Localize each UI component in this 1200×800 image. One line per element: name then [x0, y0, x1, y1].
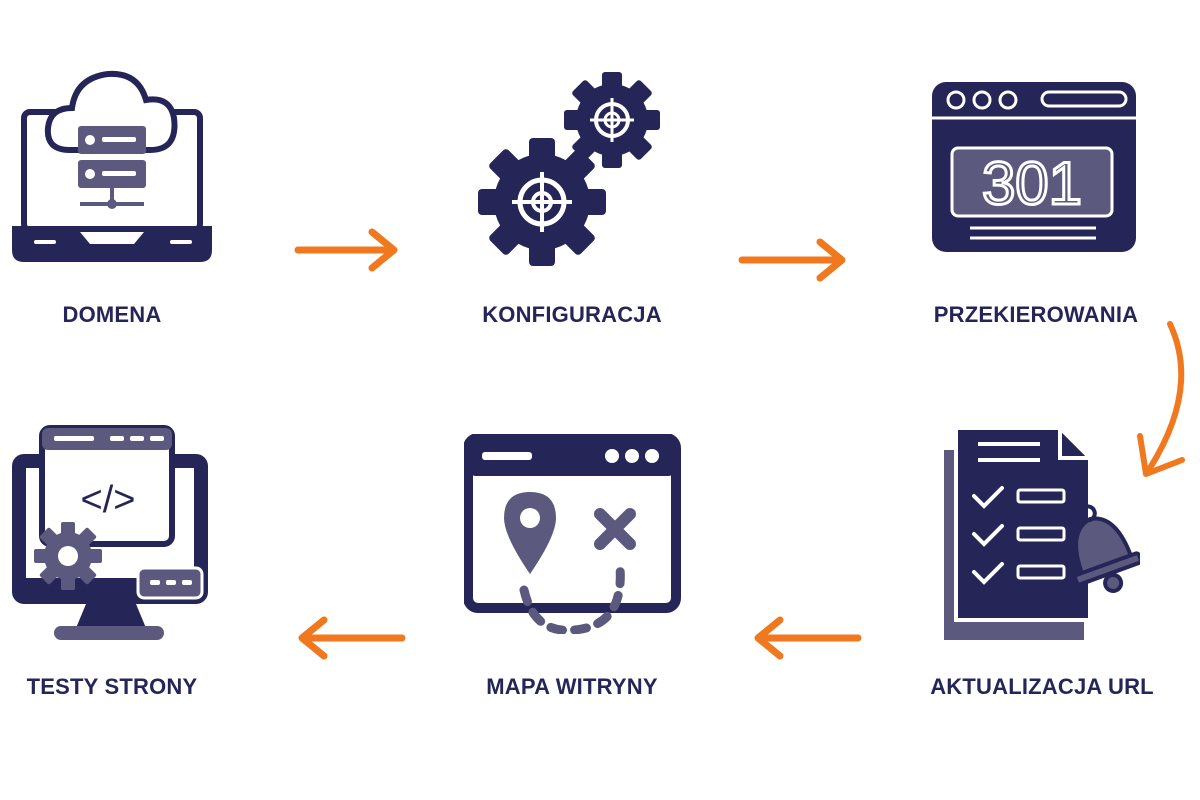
svg-text:</>: </> [81, 479, 136, 521]
browser-301-redirect-icon: 301 [932, 82, 1136, 252]
arrow-right-icon [294, 228, 398, 272]
gears-icon [478, 72, 660, 266]
step-label-przekierowania: PRZEKIEROWANIA [933, 302, 1139, 327]
step-label-konfiguracja: KONFIGURACJA [482, 302, 662, 327]
step-label-testy-strony: TESTY STRONY [26, 674, 198, 699]
checklist-bell-icon [944, 426, 1140, 640]
arrow-left-icon [754, 616, 862, 660]
arrow-left-icon [298, 616, 406, 660]
laptop-cloud-server-icon [12, 70, 212, 262]
step-label-aktualizacja-url: AKTUALIZACJA URL [930, 674, 1154, 699]
redirect-code: 301 [982, 150, 1082, 217]
browser-map-route-icon [464, 434, 681, 634]
step-label-mapa-witryny: MAPA WITRYNY [486, 674, 658, 699]
arrow-right-icon [738, 238, 846, 282]
step-label-domena: DOMENA [62, 302, 162, 327]
monitor-code-gear-icon: </> [12, 425, 208, 640]
arrow-curve-down-icon [1137, 321, 1185, 477]
